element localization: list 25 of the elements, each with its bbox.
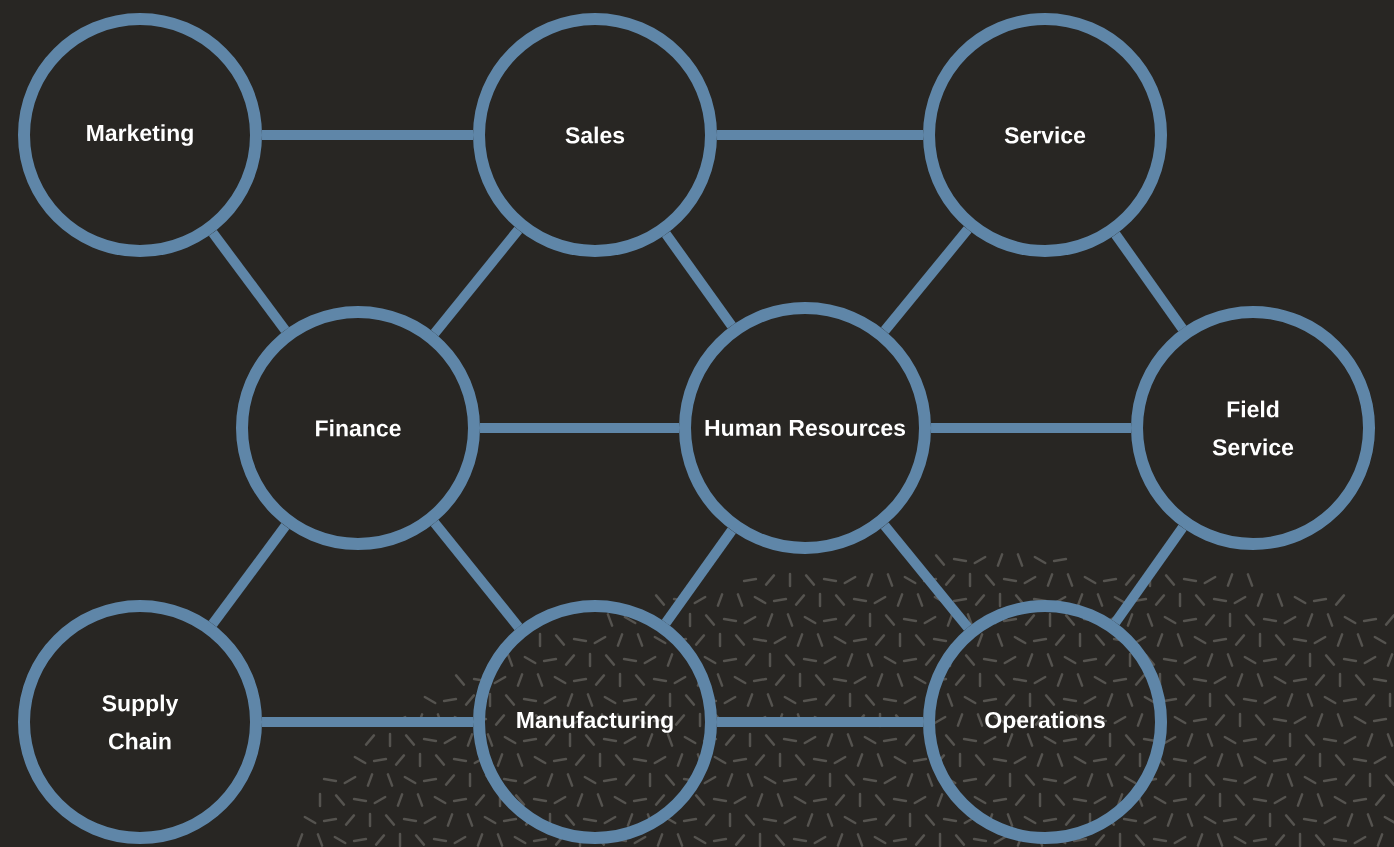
connector-line: [717, 130, 923, 140]
connector-line: [430, 226, 523, 337]
circle-node: Manufacturing: [473, 600, 717, 844]
connector-line: [931, 423, 1131, 433]
connector-line: [661, 527, 736, 626]
circle-node: Finance: [236, 306, 480, 550]
connector-line: [880, 226, 972, 334]
circle-node: Sales: [473, 13, 717, 257]
circle-node: Field Service: [1131, 306, 1375, 550]
circle-node: Marketing: [18, 13, 262, 257]
connector-line: [480, 423, 679, 433]
connector-line: [262, 130, 473, 140]
connector-line: [208, 229, 290, 334]
circle-node: Human Resources: [679, 302, 931, 554]
connector-line: [662, 231, 736, 329]
circle-node: Service: [923, 13, 1167, 257]
connector-line: [1111, 524, 1187, 626]
connector-line: [880, 522, 972, 631]
connector-line: [1111, 231, 1187, 332]
circle-node: Supply Chain: [18, 600, 262, 844]
connector-line: [717, 717, 923, 727]
connector-line: [208, 523, 290, 627]
circle-node: Operations: [923, 600, 1167, 844]
connector-line: [430, 519, 523, 631]
connector-line: [262, 717, 473, 727]
